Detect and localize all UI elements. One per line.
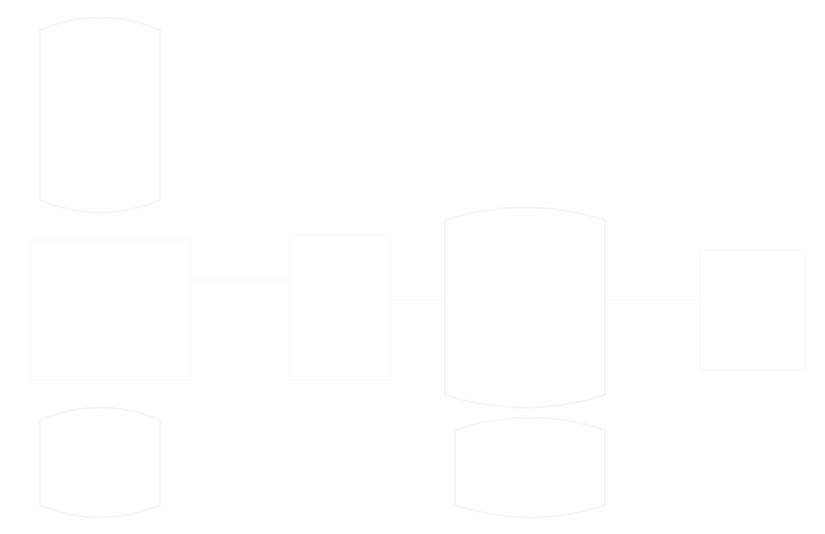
ghost-cylinder-bottom-left [39,406,161,519]
ghost-cylinder-top-left [39,16,161,214]
ghost-box-left [29,239,191,381]
ghost-panel-right [699,249,806,371]
ghost-panel-center-left [289,234,391,381]
ghost-shapes [29,16,806,519]
ghost-cylinder-center [444,206,606,409]
ghost-cylinder-bottom-center [454,416,606,519]
